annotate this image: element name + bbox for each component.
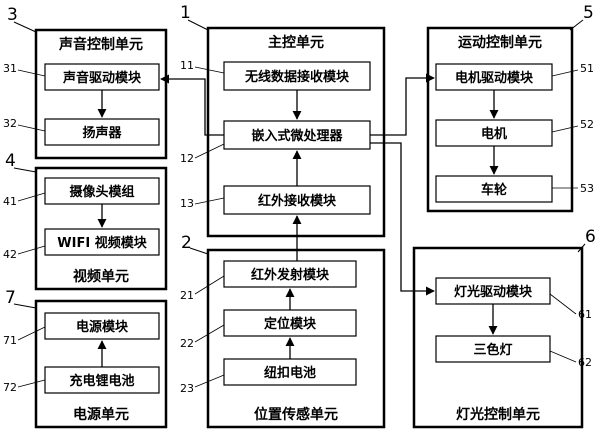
light-control-unit: 灯光控制单元 6 灯光驱动模块 三色灯 61 62	[412, 227, 596, 429]
position-unit-title: 位置传感单元	[254, 406, 338, 423]
motion-control-unit: 运动控制单元 5 电机驱动模块 电机 车轮 51 52 53	[426, 3, 594, 213]
sound-control-unit: 声音控制单元 3 声音驱动模块 扬声器 31 32	[3, 5, 168, 160]
ref-42: 42	[3, 248, 17, 261]
ir-transmitter-label: 红外发射模块	[251, 267, 330, 283]
wireless-receiver-label: 无线数据接收模块	[244, 69, 350, 85]
positioning-label: 定位模块	[263, 316, 317, 332]
ref-53: 53	[580, 182, 594, 195]
power-unit-title: 电源单元	[73, 406, 129, 423]
speaker-module: 扬声器	[44, 118, 160, 146]
position-unit-number: 2	[181, 233, 192, 253]
sound-driver-label: 声音驱动模块	[62, 70, 142, 86]
lithium-battery-module: 充电锂电池	[44, 366, 160, 394]
ref-31: 31	[3, 62, 17, 75]
camera-module: 摄像头模组	[44, 177, 160, 205]
coin-battery-module: 纽扣电池	[223, 358, 357, 386]
light-unit-number: 6	[585, 227, 596, 247]
tricolor-light-module: 三色灯	[435, 335, 551, 363]
sound-driver-module: 声音驱动模块	[44, 63, 160, 91]
sound-unit-number: 3	[7, 5, 18, 25]
wireless-receiver-module: 无线数据接收模块	[223, 61, 371, 91]
speaker-label: 扬声器	[82, 125, 122, 141]
wheel-label: 车轮	[481, 182, 507, 198]
ref-32: 32	[3, 117, 17, 130]
wifi-video-label: WIFI 视频模块	[57, 235, 147, 251]
ref-72: 72	[3, 381, 17, 394]
ref-71: 71	[3, 334, 17, 347]
motion-unit-title: 运动控制单元	[458, 34, 542, 51]
ref-21: 21	[180, 289, 194, 302]
video-unit-number: 4	[5, 151, 16, 171]
ref-51: 51	[580, 62, 594, 75]
embedded-processor-module: 嵌入式微处理器	[223, 120, 371, 150]
link-processor-to-sound	[160, 74, 224, 136]
video-unit: 视频单元 4 摄像头模组 WIFI 视频模块 41 42	[3, 151, 168, 291]
light-driver-label: 灯光驱动模块	[454, 284, 533, 300]
power-unit-number: 7	[5, 288, 16, 308]
motor-module: 电机	[435, 119, 553, 147]
positioning-module: 定位模块	[223, 309, 357, 337]
ref-22: 22	[180, 337, 194, 350]
ref-12: 12	[180, 152, 194, 165]
power-module-label: 电源模块	[76, 319, 129, 335]
light-driver-module: 灯光驱动模块	[435, 277, 551, 305]
camera-label: 摄像头模组	[69, 184, 134, 200]
link-processor-to-light	[370, 142, 435, 296]
link-processor-to-motor	[370, 73, 435, 136]
ref-62: 62	[578, 356, 592, 369]
ref-52: 52	[580, 118, 594, 131]
lithium-battery-label: 充电锂电池	[69, 373, 134, 389]
embedded-processor-label: 嵌入式微处理器	[251, 128, 343, 144]
tricolor-light-label: 三色灯	[473, 342, 512, 358]
light-unit-title: 灯光控制单元	[456, 406, 540, 423]
motor-driver-module: 电机驱动模块	[435, 63, 553, 91]
ir-receiver-label: 红外接收模块	[258, 193, 337, 209]
wifi-video-module: WIFI 视频模块	[44, 228, 160, 256]
main-unit-number: 1	[180, 3, 191, 23]
motion-unit-number: 5	[583, 3, 594, 23]
motor-driver-label: 电机驱动模块	[455, 70, 534, 86]
ir-transmitter-module: 红外发射模块	[223, 260, 357, 288]
ref-41: 41	[3, 195, 17, 208]
wheel-module: 车轮	[435, 175, 553, 203]
ref-11: 11	[180, 59, 194, 72]
ir-receiver-module: 红外接收模块	[223, 185, 371, 215]
ref-23: 23	[180, 382, 194, 395]
motor-label: 电机	[481, 126, 507, 142]
main-control-unit: 主控单元 1 无线数据接收模块 嵌入式微处理器 红外接收模块 11 12 13	[180, 3, 386, 238]
video-unit-title: 视频单元	[73, 268, 129, 285]
coin-battery-label: 纽扣电池	[264, 365, 316, 381]
position-sensing-unit: 位置传感单元 2 红外发射模块 定位模块 纽扣电池 21 22 23	[180, 233, 386, 429]
main-unit-title: 主控单元	[268, 34, 324, 51]
sound-unit-title: 声音控制单元	[58, 36, 143, 53]
power-unit: 电源单元 7 电源模块 充电锂电池 71 72	[3, 288, 168, 429]
power-module: 电源模块	[44, 312, 160, 340]
ref-13: 13	[180, 197, 194, 210]
ref-61: 61	[578, 308, 592, 321]
